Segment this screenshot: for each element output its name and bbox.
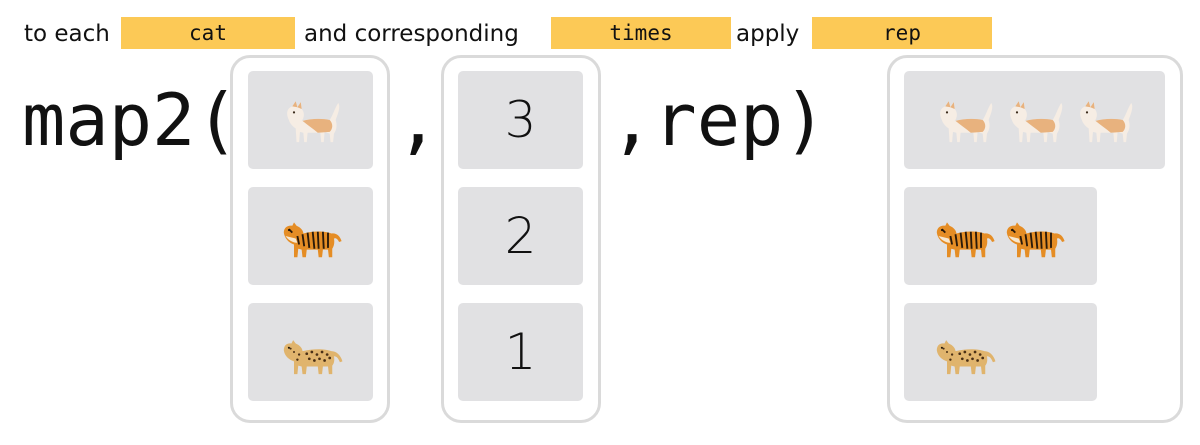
leopard-icon — [277, 326, 345, 378]
list-item: 3 — [458, 71, 583, 169]
list-item — [248, 71, 373, 169]
list-item — [904, 187, 1097, 285]
list-item: 1 — [458, 303, 583, 401]
times-argument-tag: times — [551, 17, 731, 49]
times-value: 1 — [504, 323, 537, 381]
times-value: 2 — [504, 207, 537, 265]
tiger-icon — [277, 210, 345, 262]
times-list — [441, 55, 601, 423]
cat-icon — [930, 94, 998, 146]
cat-argument-tag: cat — [121, 17, 295, 49]
output-list — [887, 55, 1183, 423]
repeated-animals — [930, 326, 998, 378]
list-item — [248, 187, 373, 285]
tiger-icon — [930, 210, 998, 262]
list-item: 2 — [458, 187, 583, 285]
caption-verb: apply — [736, 21, 800, 47]
list-item — [904, 71, 1165, 169]
leopard-icon — [930, 326, 998, 378]
cat-icon — [1000, 94, 1068, 146]
code-open: map2( — [22, 78, 239, 162]
repeated-animals — [930, 210, 1068, 262]
times-value: 3 — [504, 91, 537, 149]
cat-icon — [277, 94, 345, 146]
code-close: ,rep) — [610, 78, 827, 162]
code-comma: , — [396, 78, 440, 162]
animal-list — [230, 55, 390, 423]
tiger-icon — [1000, 210, 1068, 262]
list-item — [904, 303, 1097, 401]
cat-icon — [1070, 94, 1138, 146]
caption-prefix: to each — [24, 21, 110, 47]
repeated-animals — [930, 94, 1138, 146]
function-argument-tag: rep — [812, 17, 992, 49]
list-item — [248, 303, 373, 401]
caption-middle: and corresponding — [304, 21, 519, 47]
